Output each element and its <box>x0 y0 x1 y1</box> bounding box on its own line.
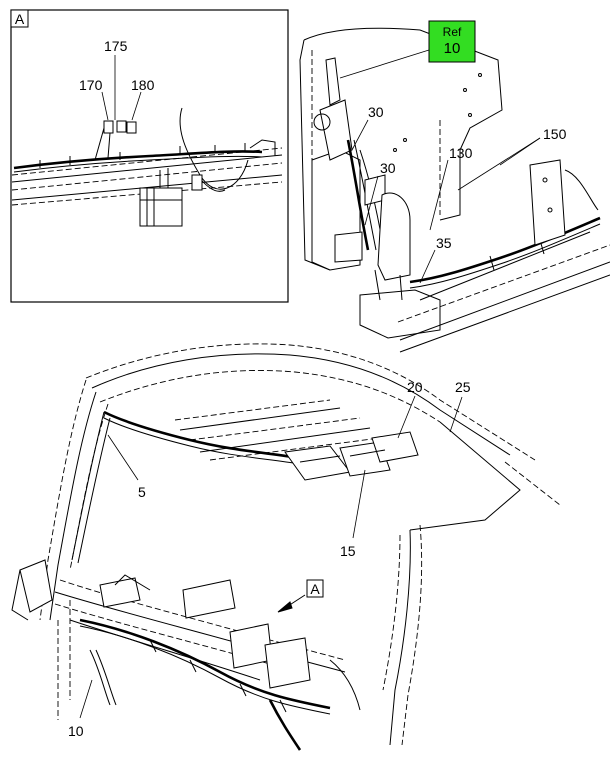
view-marker-label: A <box>310 581 320 597</box>
callout-10: 10 <box>68 723 84 739</box>
callout-25: 25 <box>455 379 471 395</box>
callout-175: 175 <box>104 38 128 54</box>
callout-150: 150 <box>543 126 567 142</box>
reference-box <box>428 20 476 63</box>
callout-30-upper: 30 <box>368 104 384 120</box>
callout-30-lower: 30 <box>380 160 396 176</box>
callout-5: 5 <box>138 484 146 500</box>
upper-view: Ref 10 30 30 130 150 35 <box>299 20 610 353</box>
detail-a-inset: A 175 170 180 <box>10 9 289 303</box>
detail-a-label-box <box>10 9 29 28</box>
callout-20: 20 <box>407 379 423 395</box>
callout-130: 130 <box>449 145 473 161</box>
reference-number: 10 <box>444 40 461 57</box>
callout-35: 35 <box>436 235 452 251</box>
reference-label: Ref <box>443 25 462 39</box>
view-marker-box <box>306 579 324 598</box>
main-view: A 20 25 5 15 10 <box>11 343 561 751</box>
detail-a-label: A <box>15 11 25 27</box>
callout-180: 180 <box>131 77 155 93</box>
callout-15: 15 <box>340 543 356 559</box>
callout-170: 170 <box>79 77 103 93</box>
